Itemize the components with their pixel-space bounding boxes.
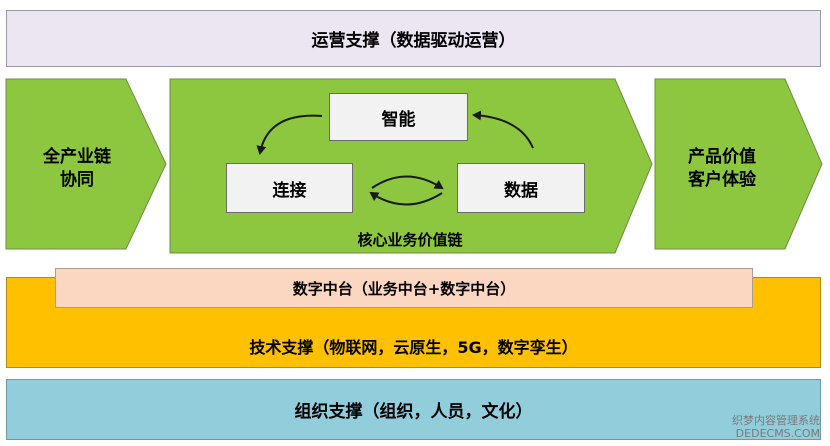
node-data-label: 数据 [504, 180, 538, 201]
watermark: 织梦内容管理系统 DEDECMS.COM [732, 414, 820, 440]
left-chevron-line1: 全产业链 [43, 147, 111, 167]
left-chevron-label: 全产业链 协同 [18, 146, 136, 192]
node-smart: 智能 [329, 93, 468, 141]
org-support-band: 组织支撑（组织，人员，文化） [6, 379, 821, 440]
org-support-label: 组织支撑（组织，人员，文化） [294, 402, 533, 422]
node-connect-label: 连接 [272, 180, 307, 201]
node-data: 数据 [457, 163, 585, 213]
node-smart-label: 智能 [381, 109, 416, 130]
arrow-data-to-connect [369, 191, 443, 206]
ops-support-band: 运营支撑（数据驱动运营） [6, 10, 821, 67]
ops-support-label: 运营支撑（数据驱动运营） [311, 31, 516, 51]
left-chevron-line2: 协同 [60, 170, 94, 190]
digital-platform-label: 数字中台（业务中台+数字中台） [292, 279, 516, 298]
left-chevron [5, 78, 167, 250]
core-chain-label: 核心业务价值链 [357, 231, 463, 249]
right-chevron [654, 78, 823, 250]
right-chevron-line1: 产品价值 [688, 147, 756, 167]
arrow-connect-to-data [371, 175, 444, 190]
right-chevron-line2: 客户体验 [688, 170, 756, 190]
watermark-line2: DEDECMS.COM [735, 427, 820, 440]
arrow-smart-to-connect [256, 114, 323, 155]
tech-support-label: 技术支撑（物联网，云原生，5G，数字孪生） [249, 338, 578, 357]
watermark-line1: 织梦内容管理系统 [732, 414, 820, 427]
arrow-data-to-smart [472, 110, 534, 149]
node-connect: 连接 [226, 163, 353, 213]
digital-platform-band: 数字中台（业务中台+数字中台） [55, 268, 753, 308]
right-chevron-label: 产品价值 客户体验 [663, 146, 781, 192]
